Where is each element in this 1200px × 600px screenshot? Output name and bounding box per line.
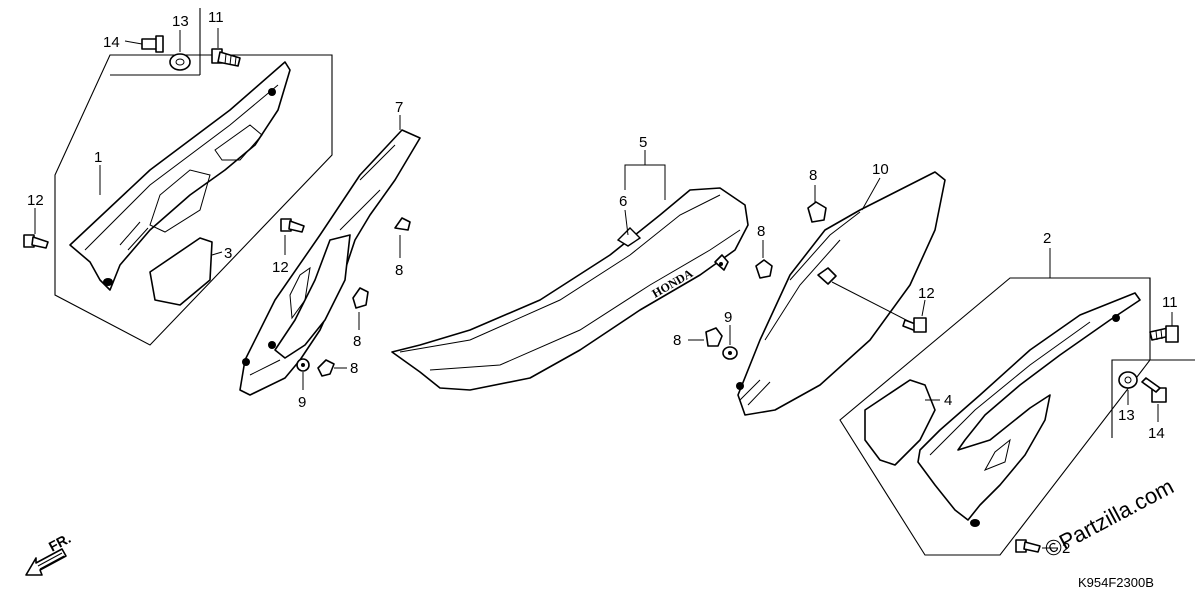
grommet-8-d[interactable] [705, 327, 723, 347]
callout-8-e: 8 [757, 223, 765, 240]
front-arrow-group: FR. [25, 530, 73, 576]
callout-10: 10 [872, 161, 889, 178]
group-bracket-right-small [1111, 359, 1195, 438]
right-cover-group: 2 4 11 13 14 [839, 230, 1195, 557]
callout-4: 4 [944, 392, 952, 409]
bolt-14-right[interactable] [1141, 377, 1167, 403]
bolt-12-right[interactable] [902, 317, 927, 333]
group-outline-right [839, 277, 1151, 556]
callout-14: 14 [103, 34, 120, 51]
callout-14-b: 14 [1148, 425, 1165, 442]
callout-8-f: 8 [809, 167, 817, 184]
front-direction-label: FR. [46, 530, 73, 555]
bolt-11-right[interactable] [1149, 325, 1179, 343]
callout-12-b: 12 [272, 259, 289, 276]
grommet-8-f[interactable] [807, 201, 827, 223]
callout-8-a: 8 [395, 262, 403, 279]
group-outline-left [54, 54, 333, 346]
side-cover-pad-right[interactable] [864, 379, 936, 466]
bolt-bottom-right[interactable] [1015, 539, 1041, 553]
grommet-8-a[interactable] [394, 217, 411, 231]
callout-12: 12 [27, 192, 44, 209]
watermark-text: ©Partzilla.com [1041, 474, 1178, 563]
seat-group: HONDA 5 6 [391, 134, 749, 391]
side-cover-pad-left[interactable] [149, 237, 213, 306]
callout-11: 11 [208, 9, 224, 26]
collar-13-right[interactable] [1118, 371, 1138, 389]
callout-3: 3 [224, 245, 232, 262]
callout-8-b: 8 [353, 333, 361, 350]
left-cover-group: 14 13 11 12 1 3 [23, 8, 333, 346]
middle-fasteners: 8 9 8 8 [673, 167, 827, 360]
bolt-14-left[interactable] [141, 35, 164, 53]
left-shroud-group: 12 8 8 8 9 7 [239, 99, 421, 411]
bolt-12-left-b[interactable] [280, 218, 305, 233]
bolt-12-left-a[interactable] [23, 234, 49, 249]
grommet-8-b[interactable] [352, 287, 369, 309]
seat[interactable] [391, 187, 749, 391]
callout-2-top: 2 [1043, 230, 1051, 247]
right-shroud-panel[interactable] [737, 171, 946, 416]
callout-12-c: 12 [918, 285, 935, 302]
callout-13: 13 [172, 13, 189, 30]
callout-7: 7 [395, 99, 403, 116]
collar-13-left[interactable] [169, 53, 191, 71]
callout-9-a: 9 [298, 394, 306, 411]
callout-2-bottom: 2 [1062, 540, 1070, 557]
callout-6: 6 [619, 193, 627, 210]
callout-13-b: 13 [1118, 407, 1135, 424]
diagram-code: K954F2300B [1078, 575, 1154, 590]
grommet-8-c[interactable] [317, 359, 335, 377]
callout-9-b: 9 [724, 309, 732, 326]
callout-5: 5 [639, 134, 647, 151]
right-shroud-group: 10 12 [736, 161, 946, 416]
bolt-11-left[interactable] [211, 48, 241, 67]
callout-11-b: 11 [1162, 294, 1178, 311]
right-side-cover[interactable] [917, 292, 1141, 521]
callout-8-d: 8 [673, 332, 681, 349]
callout-8-c: 8 [350, 360, 358, 377]
callout-1: 1 [94, 149, 102, 166]
grommet-8-e[interactable] [755, 259, 773, 279]
